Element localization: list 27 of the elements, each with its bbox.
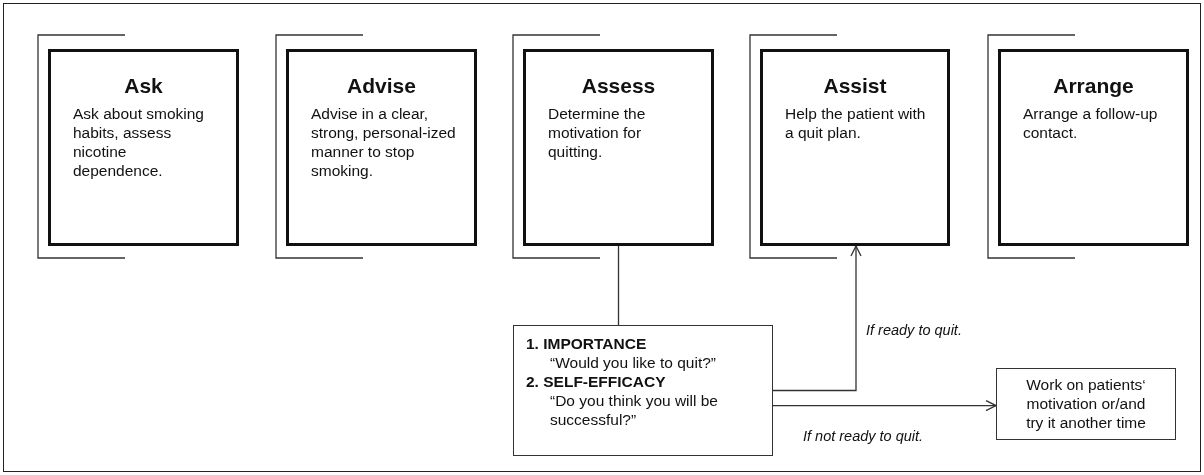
edge-label: If ready to quit.	[866, 322, 962, 338]
step-description: Help the patient with a quit plan.	[785, 104, 927, 142]
step-heading: Advise	[346, 74, 417, 98]
outcome-box	[996, 368, 1176, 440]
question-heading: 1. IMPORTANCE	[526, 334, 648, 353]
outcome-text: Work on patients‘ motivation or/and try it another time	[1025, 375, 1147, 432]
question-box	[513, 325, 773, 456]
step-heading: Assess	[580, 74, 657, 98]
step-description: Arrange a follow-up contact.	[1023, 104, 1159, 142]
step-heading: Ask	[123, 74, 164, 98]
step-box	[523, 49, 714, 246]
edge-label: If not ready to quit.	[803, 428, 924, 444]
step-heading: Assist	[822, 74, 888, 98]
step-description: Advise in a clear, strong, personal-ized manner to stop smoking.	[311, 104, 456, 180]
step-description: Determine the motivation for quitting.	[548, 104, 647, 161]
arrow	[772, 399, 997, 412]
step-box	[998, 49, 1189, 246]
step-box	[760, 49, 950, 246]
step-heading: Arrange	[1052, 74, 1135, 98]
connector-line	[617, 245, 620, 326]
question-heading: 2. SELF-EFFICACY	[526, 372, 667, 391]
step-box	[286, 49, 477, 246]
arrow	[772, 245, 862, 392]
question-text: “Would you like to quit?”	[550, 353, 717, 372]
step-box	[48, 49, 239, 246]
step-description: Ask about smoking habits, assess nicotine dependence.	[73, 104, 205, 180]
question-text: “Do you think you will be successful?”	[550, 391, 719, 429]
